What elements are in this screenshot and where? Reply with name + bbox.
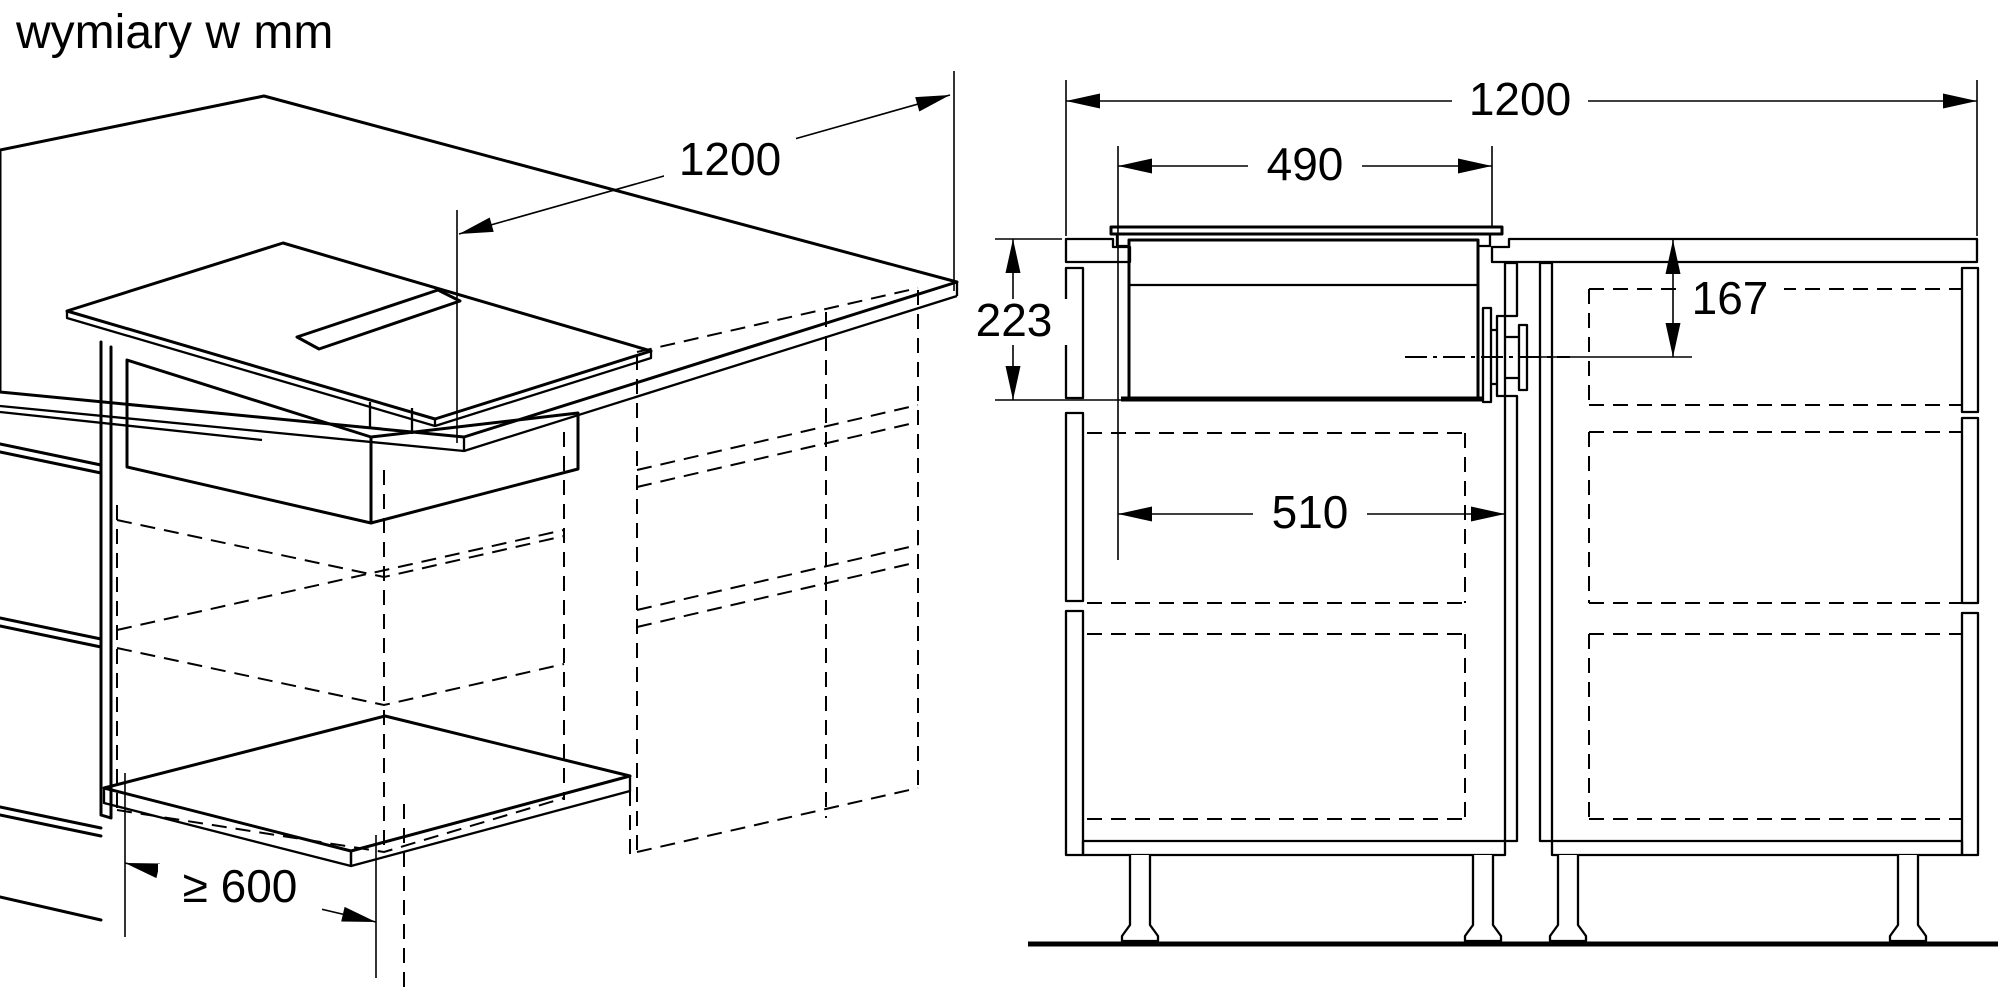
front-section-view: 1200 490 510 223 [957,73,1998,947]
front-dim-1200: 1200 [1065,73,1978,236]
duct-connector [1481,306,1529,404]
left-cabinet-bottom [1081,839,1507,857]
right-cabinet-left-wall [1538,261,1554,843]
hidden-right-cabinet [636,287,919,853]
front-dim-510: 510 [1118,486,1505,538]
drawing-title: wymiary w mm [15,6,333,59]
hob-glass-section [1109,225,1504,236]
left-cabinet-fronts [1064,266,1085,857]
hidden-extractor-cabinet [116,432,565,854]
extractor-box-front-face [125,358,373,525]
worktop-underside-line [0,410,263,442]
vent-slot [295,288,462,351]
cabinet-side-panel [99,340,113,820]
hob-glass-panel [65,241,653,421]
worktop-left-section [1064,237,1132,264]
worktop-right-section [1490,237,1979,264]
left-cabinet-right-wall [1503,261,1519,318]
isometric-view: 1200 ≥ 600 [0,71,959,988]
extractor-box-right-face [369,411,580,525]
left-cabinet-right-wall [1503,394,1519,843]
worktop-top-face [0,94,959,439]
front-cutout-width-label: 490 [1267,138,1344,190]
neighbour-drawer-fronts [0,442,103,922]
front-niche-width-label: 510 [1272,486,1349,538]
iso-dim-1200: 1200 [456,71,955,443]
hob-lip-right [1478,234,1492,248]
right-cabinet-hidden-drawers [1588,288,1962,820]
front-dim-490: 490 [1117,138,1493,560]
left-cabinet-hidden-drawers [1087,432,1466,820]
front-total-width-label: 1200 [1469,73,1571,125]
front-dim-223: 223 [957,238,1124,401]
base-shelf [102,714,632,988]
front-duct-axis-label: 167 [1692,272,1769,324]
front-dim-167: 167 [1538,240,1784,358]
right-cabinet-fronts [1960,266,1980,857]
iso-width-label: 1200 [679,133,781,185]
hob-lip-left [1115,234,1129,248]
iso-dim-min600: ≥ 600 [124,773,377,978]
iso-min-width-label: ≥ 600 [183,860,298,912]
right-cabinet-bottom [1550,839,1964,857]
front-install-depth-label: 223 [976,294,1053,346]
cabinet-legs [1120,855,1928,943]
extractor-body [1127,238,1480,401]
